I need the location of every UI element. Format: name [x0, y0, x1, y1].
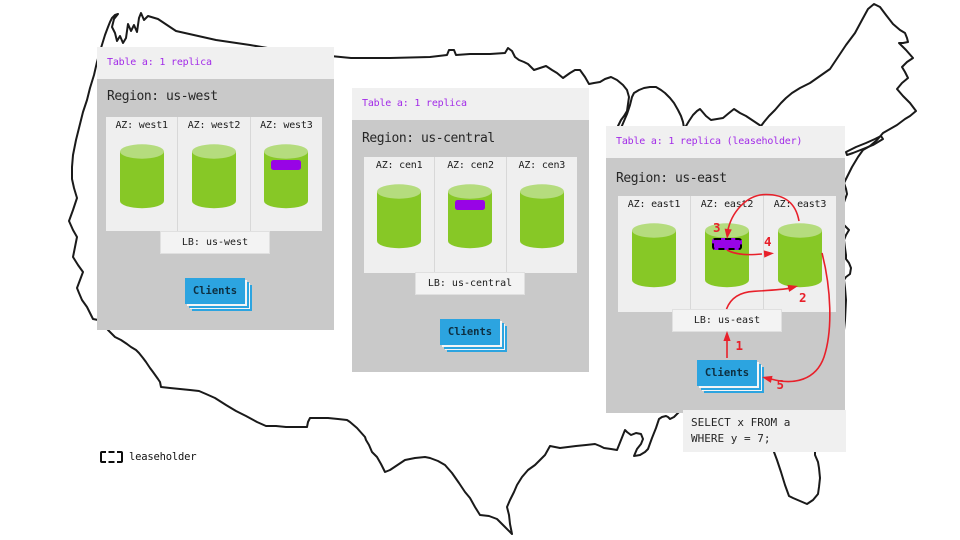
az-cen1: AZ: cen1: [364, 157, 434, 273]
az-label-west3: AZ: west3: [260, 120, 313, 131]
region-body-us-east: Region: us-east AZ: east1 AZ: east2 AZ: …: [606, 158, 845, 413]
region-name-us-west: Region: us-west: [107, 89, 218, 104]
table-replica-title-us-central: Table a: 1 replica: [362, 98, 467, 109]
az-label-east2: AZ: east2: [700, 199, 754, 210]
region-name-us-central: Region: us-central: [362, 131, 495, 146]
region-body-us-west: Region: us-west AZ: west1 AZ: west2 AZ: …: [97, 79, 334, 330]
az-cen3: AZ: cen3: [505, 157, 577, 273]
database-cylinder-cen1: [377, 184, 422, 249]
load-balancer-us-central: LB: us-central: [415, 272, 525, 295]
az-panel-us-central: AZ: cen1 AZ: cen2 AZ: cen3: [364, 157, 577, 273]
az-label-east1: AZ: east1: [627, 199, 681, 210]
region-box-us-west: Table a: 1 replica Region: us-west AZ: w…: [97, 47, 334, 330]
az-label-cen3: AZ: cen3: [518, 160, 566, 171]
az-cen2: AZ: cen2: [434, 157, 505, 273]
sql-query-note: SELECT x FROM a WHERE y = 7;: [683, 410, 846, 452]
database-cylinder-east2: [705, 223, 749, 288]
az-east3: AZ: east3: [763, 196, 836, 312]
database-cylinder-cen3: [519, 184, 564, 249]
database-cylinder-west3: [264, 144, 309, 209]
sql-line-2: WHERE y = 7;: [691, 432, 771, 445]
database-cylinder-cen2: [448, 184, 493, 249]
database-cylinder-east3: [778, 223, 822, 288]
az-label-cen2: AZ: cen2: [447, 160, 494, 171]
table-replica-title-us-west: Table a: 1 replica: [107, 57, 212, 68]
load-balancer-us-west: LB: us-west: [160, 231, 270, 254]
az-west3: AZ: west3: [249, 117, 322, 231]
az-east1: AZ: east1: [618, 196, 690, 312]
long-island-outline: [845, 135, 884, 156]
legend-leaseholder: leaseholder: [100, 451, 197, 463]
az-label-cen1: AZ: cen1: [375, 160, 423, 171]
database-cylinder-east1: [632, 223, 676, 288]
az-panel-us-west: AZ: west1 AZ: west2 AZ: west3: [106, 117, 322, 231]
replica-range-west3: [271, 160, 302, 170]
az-label-east3: AZ: east3: [773, 199, 827, 210]
clients-us-west[interactable]: Clients: [185, 278, 245, 304]
az-east2: AZ: east2: [690, 196, 763, 312]
az-west1: AZ: west1: [106, 117, 177, 231]
region-box-us-east: Table a: 1 replica (leaseholder) Region:…: [606, 126, 845, 413]
replica-range-cen2: [455, 200, 486, 210]
az-label-west1: AZ: west1: [115, 120, 168, 131]
table-replica-title-us-east: Table a: 1 replica (leaseholder): [616, 136, 803, 147]
database-cylinder-west1: [119, 144, 164, 209]
clients-us-central[interactable]: Clients: [440, 319, 500, 345]
clients-us-east[interactable]: Clients: [697, 360, 757, 386]
legend-label: leaseholder: [129, 451, 197, 463]
az-label-west2: AZ: west2: [187, 120, 241, 131]
region-name-us-east: Region: us-east: [616, 171, 727, 186]
leaseholder-replica-east2: [712, 238, 742, 250]
az-panel-us-east: AZ: east1 AZ: east2 AZ: east3: [618, 196, 836, 312]
region-body-us-central: Region: us-central AZ: cen1 AZ: cen2 AZ:…: [352, 120, 589, 372]
az-west2: AZ: west2: [177, 117, 249, 231]
sql-line-1: SELECT x FROM a: [691, 416, 791, 429]
database-cylinder-west2: [191, 144, 236, 209]
load-balancer-us-east: LB: us-east: [672, 309, 782, 332]
region-box-us-central: Table a: 1 replica Region: us-central AZ…: [352, 88, 589, 372]
leaseholder-swatch-icon: [100, 451, 123, 463]
